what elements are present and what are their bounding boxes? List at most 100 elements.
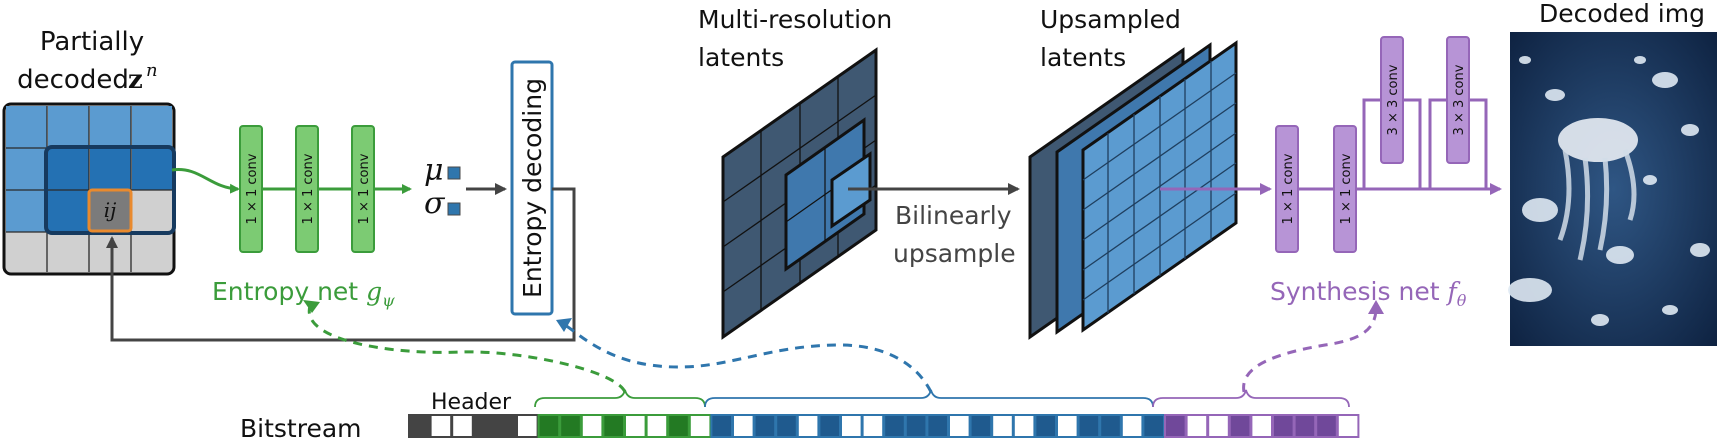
- synthesis-brace: [1152, 389, 1350, 408]
- latent-symbol: z: [128, 65, 143, 95]
- synthesis-layer-label: 1 × 1 conv: [1339, 153, 1354, 224]
- sigma-symbol: σ: [424, 186, 446, 221]
- bitstream-bit-latents: [796, 414, 820, 438]
- multires-title-line1: Multi-resolution: [698, 5, 892, 34]
- bitstream-bit-header: [429, 414, 453, 438]
- partial-title-line1: Partially: [40, 27, 144, 57]
- decoded-image-block: Decoded img: [1508, 0, 1717, 346]
- upsampled-title-line1: Upsampled: [1040, 5, 1181, 34]
- entropy-brace: [534, 389, 706, 408]
- bitstream-bit-latents: [732, 414, 755, 438]
- bitstream-bit-latents: [861, 414, 885, 438]
- synthesis-layer: 1 × 1 conv: [1333, 125, 1357, 253]
- arrowhead-purple-icon: [1368, 300, 1384, 314]
- bitstream-bit-entropy: [559, 414, 582, 438]
- upsampled-latents: Upsampled latents: [1028, 5, 1238, 340]
- bitstream-bit-entropy: [688, 414, 712, 438]
- bitstream-to-synthesis-arrow: [1242, 307, 1378, 393]
- bitstream-bit-synthesis: [1336, 414, 1360, 438]
- cell-ij-label: ij: [104, 198, 117, 222]
- bitstream-bit-header: [451, 414, 474, 438]
- synthesis-net-label: Synthesis net fθ: [1270, 277, 1467, 310]
- bitstream-bit-latents: [1142, 414, 1166, 438]
- multires-title-line2: latents: [698, 43, 784, 72]
- bitstream-bit-latents: [840, 414, 863, 438]
- bitstream-bit-synthesis: [1250, 414, 1274, 438]
- bitstream-to-entropy-decoding-arrow: [562, 322, 933, 393]
- entropy-decoding-block: Entropy decoding: [510, 60, 554, 316]
- bitstream-bit-latents: [1034, 414, 1058, 438]
- bitstream-bit-latents: [948, 414, 971, 438]
- synthesis-residual-layer: 3 × 3 conv: [1446, 36, 1470, 164]
- entropy-net-label: Entropy net gψ: [212, 277, 395, 310]
- bitstream-bit-entropy: [667, 414, 690, 438]
- synthesis-layer: 1 × 1 conv: [1275, 125, 1299, 253]
- mu-symbol: μ: [424, 153, 444, 188]
- bitstream-bit-synthesis: [1207, 414, 1230, 438]
- bitstream-bit-latents: [1077, 414, 1101, 438]
- bitstream-bit-synthesis: [1293, 414, 1317, 438]
- entropy-layer: 1 × 1 conv: [295, 125, 319, 253]
- synthesis-layer-label: 1 × 1 conv: [1281, 153, 1296, 224]
- bilinear-label-line2: upsample: [893, 239, 1016, 268]
- bitstream-bit-entropy: [624, 414, 647, 438]
- entropy-layer-label: 1 × 1 conv: [245, 153, 260, 224]
- synthesis-residual-label: 3 × 3 conv: [1386, 64, 1401, 135]
- feedback-loop-arrow: [106, 187, 576, 342]
- bitstream-bit-header: [408, 414, 431, 438]
- bitstream-bit-latents: [904, 414, 928, 438]
- context-window: [44, 145, 176, 235]
- latent-grid: ij: [2, 102, 176, 276]
- bitstream-bit-entropy: [580, 414, 604, 438]
- bitstream-bit-header: [516, 414, 539, 438]
- latents-brace: [704, 389, 1154, 408]
- bitstream-bit-latents: [753, 414, 777, 438]
- bitstream-bit-synthesis: [1228, 414, 1252, 438]
- bitstream-bit-synthesis: [1315, 414, 1338, 438]
- bitstream-bit-header: [494, 414, 517, 438]
- bitstream-bit-latents: [1099, 414, 1122, 438]
- multires-latents: Multi-resolution latents: [698, 5, 892, 340]
- entropy-layer: 1 × 1 conv: [239, 125, 263, 253]
- arrowhead-blue-icon: [556, 318, 572, 332]
- bitstream-bit-synthesis: [1272, 414, 1295, 438]
- bitstream-bit-latents: [1012, 414, 1036, 438]
- synthesis-residual-label: 3 × 3 conv: [1452, 64, 1467, 135]
- bitstream-bit-header: [472, 414, 496, 438]
- entropy-layer-label: 1 × 1 conv: [301, 153, 316, 224]
- bitstream-bit-latents: [818, 414, 842, 438]
- current-position-cell: [87, 188, 133, 233]
- bitstream-bit-entropy: [645, 414, 669, 438]
- partial-title-line2: decoded: [17, 65, 129, 95]
- bitstream-bit-entropy: [602, 414, 626, 438]
- entropy-layer-label: 1 × 1 conv: [357, 153, 372, 224]
- entropy-layer: 1 × 1 conv: [351, 125, 375, 253]
- decoded-image-title: Decoded img: [1539, 0, 1705, 28]
- entropy-decoding-label: Entropy decoding: [518, 78, 547, 298]
- context-to-entropy-arrow: [171, 168, 240, 194]
- bitstream-bit-latents: [991, 414, 1014, 438]
- upsampled-title-line2: latents: [1040, 43, 1126, 72]
- synthesis-net: 1 × 1 conv 1 × 1 conv 3 × 3 conv 3 × 3 c…: [1270, 36, 1502, 310]
- synthesis-residual-layer: 3 × 3 conv: [1380, 36, 1404, 164]
- entropy-net: 1 × 1 conv 1 × 1 conv 1 × 1 conv Entropy…: [212, 125, 412, 310]
- decoded-image: [1508, 32, 1717, 346]
- distribution-params: μ σ: [424, 153, 461, 221]
- header-label: Header: [431, 390, 512, 415]
- bilinear-label-line1: Bilinearly: [895, 201, 1012, 230]
- bitstream-label: Bitstream: [240, 414, 362, 440]
- bitstream-bit-synthesis: [1164, 414, 1187, 438]
- bitstream-bit-entropy: [537, 414, 561, 438]
- bitstream: [408, 414, 1360, 438]
- latent-superscript: n: [146, 60, 158, 81]
- bitstream-bit-synthesis: [1185, 414, 1209, 438]
- arrowhead-green-icon: [303, 300, 320, 313]
- bitstream-bit-latents: [883, 414, 906, 438]
- bitstream-bit-latents: [969, 414, 993, 438]
- bitstream-bit-latents: [926, 414, 950, 438]
- partially-decoded-block: Partially decoded z n: [2, 27, 176, 276]
- bitstream-bit-latents: [1120, 414, 1144, 438]
- bitstream-bit-latents: [775, 414, 798, 438]
- bitstream-bit-latents: [710, 414, 734, 438]
